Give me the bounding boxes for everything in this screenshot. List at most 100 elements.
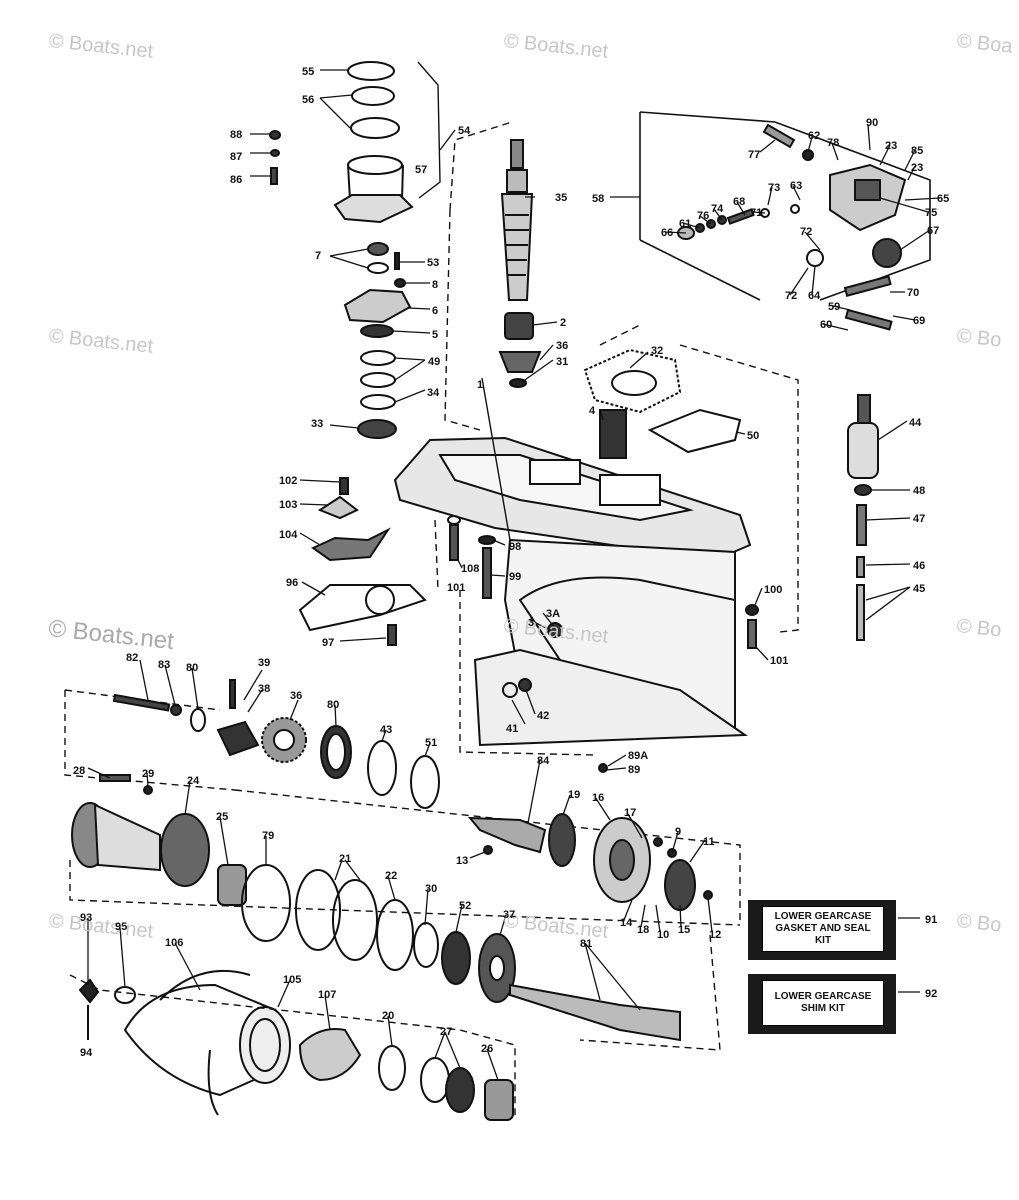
part-callout-37: 37 (503, 909, 516, 921)
part-callout-107: 107 (318, 989, 337, 1001)
part-callout-46: 46 (913, 560, 926, 572)
hub-107 (298, 1028, 362, 1082)
part-callout-23: 23 (911, 162, 924, 174)
reverse-gear-16 (593, 817, 651, 903)
part-callout-31: 31 (556, 356, 569, 368)
part-callout-29: 29 (142, 768, 155, 780)
part-callout-7: 7 (315, 250, 322, 262)
part-callout-1: 1 (477, 379, 484, 391)
part-callout-101: 101 (770, 655, 789, 667)
gearcase-housing-1 (393, 436, 752, 747)
part-callout-64: 64 (808, 290, 821, 302)
part-callout-5: 5 (432, 329, 439, 341)
part-callout-10: 10 (657, 929, 670, 941)
part-callout-51: 51 (425, 737, 438, 749)
part-callout-97: 97 (322, 637, 335, 649)
part-callout-93: 93 (80, 912, 93, 924)
part-callout-100: 100 (764, 584, 783, 596)
part-callout-30: 30 (425, 883, 438, 895)
bearing-carrier-24 (71, 802, 210, 887)
plate-50 (647, 408, 742, 454)
part-callout-19: 19 (568, 789, 581, 801)
part-callout-8: 8 (432, 279, 439, 291)
part-callout-76: 76 (697, 210, 710, 222)
part-callout-58: 58 (592, 193, 605, 205)
part-callout-21: 21 (339, 853, 352, 865)
part-callout-103: 103 (279, 499, 298, 511)
part-callout-67: 67 (927, 225, 940, 237)
part-callout-106: 106 (165, 937, 184, 949)
shim-kit-label: LOWER GEARCASE SHIM KIT (762, 980, 884, 1026)
part-callout-74: 74 (711, 203, 724, 215)
part-callout-75: 75 (925, 207, 938, 219)
part-callout-73: 73 (768, 182, 781, 194)
seal-56-b (350, 117, 400, 139)
part-callout-45: 45 (913, 583, 926, 595)
part-callout-4: 4 (589, 405, 596, 417)
part-callout-13: 13 (456, 855, 469, 867)
part-callout-71: 71 (750, 207, 763, 219)
part-callout-36: 36 (290, 690, 303, 702)
part-callout-98: 98 (509, 541, 522, 553)
part-callout-66: 66 (661, 227, 674, 239)
part-callout-32: 32 (651, 345, 664, 357)
part-callout-87: 87 (230, 151, 243, 163)
part-callout-77: 77 (748, 149, 761, 161)
part-callout-18: 18 (637, 924, 650, 936)
part-callout-81: 81 (580, 938, 593, 950)
trim-tab-96 (298, 584, 427, 632)
part-callout-28: 28 (73, 765, 86, 777)
part-callout-70: 70 (907, 287, 920, 299)
part-callout-61: 61 (679, 218, 692, 230)
drive-shaft-35 (500, 139, 534, 301)
part-callout-38: 38 (258, 683, 271, 695)
part-callout-11: 11 (703, 836, 715, 848)
part-callout-9: 9 (675, 826, 682, 838)
pinion-gear-36 (498, 351, 542, 373)
part-callout-62: 62 (808, 130, 821, 142)
part-callout-34: 34 (427, 387, 440, 399)
part-callout-50: 50 (747, 430, 760, 442)
part-callout-49: 49 (428, 356, 441, 368)
part-callout-96: 96 (286, 577, 299, 589)
retainer-6 (343, 288, 412, 324)
part-callout-57: 57 (415, 164, 428, 176)
part-callout-27: 27 (440, 1026, 453, 1038)
screen-4 (599, 409, 627, 459)
part-callout-99: 99 (509, 571, 522, 583)
part-callout-52: 52 (459, 900, 472, 912)
part-callout-69: 69 (913, 315, 926, 327)
part-callout-26: 26 (481, 1043, 494, 1055)
part-callout-104: 104 (279, 529, 298, 541)
anode-104 (310, 527, 391, 562)
part-callout-86: 86 (230, 174, 243, 186)
part-callout-83: 83 (158, 659, 171, 671)
part-callout-24: 24 (187, 775, 200, 787)
part-callout-72: 72 (785, 290, 798, 302)
part-callout-20: 20 (382, 1010, 395, 1022)
part-callout-68: 68 (733, 196, 746, 208)
part-callout-63: 63 (790, 180, 803, 192)
part-callout-33: 33 (311, 418, 324, 430)
gasket-32 (583, 348, 682, 414)
part-callout-23: 23 (885, 140, 898, 152)
part-callout-79: 79 (262, 830, 275, 842)
part-callout-25: 25 (216, 811, 229, 823)
part-callout-78: 78 (827, 137, 840, 149)
part-callout-43: 43 (380, 724, 393, 736)
part-callout-22: 22 (385, 870, 398, 882)
part-callout-88: 88 (230, 129, 243, 141)
part-callout-65: 65 (937, 193, 950, 205)
part-callout-89a: 89A (628, 750, 649, 762)
part-callout-2: 2 (560, 317, 567, 329)
forward-gear-37 (478, 933, 516, 1003)
watermark: © Bo (955, 325, 1003, 352)
part-callout-102: 102 (279, 475, 298, 487)
part-callout-56: 56 (302, 94, 315, 106)
shift-lever-assembly-58 (639, 111, 931, 331)
clutch-dog-84 (467, 816, 547, 854)
part-callout-15: 15 (678, 924, 691, 936)
part-callout-108: 108 (461, 563, 480, 575)
part-callout-53: 53 (427, 257, 440, 269)
